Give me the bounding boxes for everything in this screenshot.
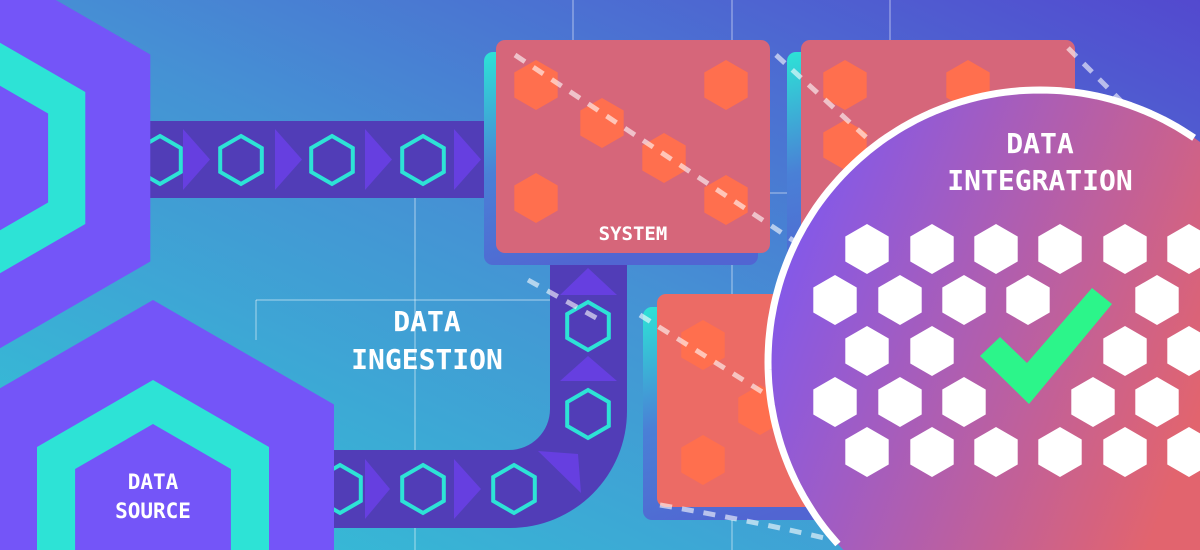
arrow-right-icon <box>454 459 481 519</box>
hexagon-outline-icon <box>400 462 446 516</box>
data-hexagon <box>813 377 857 427</box>
hexagon-filled-icon <box>704 175 748 225</box>
data-hexagon <box>1038 224 1082 274</box>
data-hexagon <box>1071 377 1115 427</box>
data-hexagon <box>1103 326 1147 376</box>
inner-hexagon <box>75 424 231 550</box>
data-source-label-line1: DATA <box>128 470 179 494</box>
data-hexagon <box>1006 275 1050 325</box>
data-integration-label-line2: INTEGRATION <box>947 164 1132 197</box>
data-hexagon <box>845 224 889 274</box>
data-source-label-line2: SOURCE <box>115 499 191 523</box>
inner-hexagon <box>0 85 49 231</box>
system-label: SYSTEM <box>599 223 668 245</box>
data-hexagon <box>910 427 954 477</box>
arrow-up-icon <box>560 356 617 381</box>
hexagon-outline-icon <box>565 299 611 353</box>
hexagon-outline-icon <box>491 462 537 516</box>
data-hexagon <box>1038 427 1082 477</box>
arrow-right-icon <box>454 129 481 190</box>
data-hexagon <box>1167 427 1200 477</box>
hexagon-filled-icon <box>823 60 867 110</box>
data-hexagon <box>1135 275 1179 325</box>
hexagon-outline-icon <box>565 387 611 441</box>
data-hexagon <box>813 275 857 325</box>
hexagon-filled-icon <box>514 60 558 110</box>
data-blocks <box>514 60 990 485</box>
integrated-data-grid <box>813 224 1200 477</box>
data-ingestion-label-line2: INGESTION <box>351 343 503 376</box>
data-source-top-hexagon <box>0 0 151 349</box>
data-hexagon <box>878 377 922 427</box>
data-ingestion-label-line1: DATA <box>393 305 461 338</box>
data-hexagon <box>1167 326 1200 376</box>
arrow-right-icon <box>183 129 210 190</box>
data-hexagon <box>910 326 954 376</box>
data-integration-label-line1: DATA <box>1006 127 1074 160</box>
arrow-right-icon <box>365 459 390 519</box>
hexagon-filled-icon <box>704 60 748 110</box>
conveyor-items <box>137 129 617 519</box>
data-hexagon <box>974 224 1018 274</box>
hexagon-filled-icon <box>514 173 558 223</box>
data-hexagon <box>1103 224 1147 274</box>
hexagon-filled-icon <box>681 320 725 370</box>
hexagon-outline-icon <box>218 133 264 187</box>
data-hexagon <box>1135 377 1179 427</box>
data-hexagon <box>878 275 922 325</box>
data-source-hexagon <box>0 300 334 550</box>
hexagon-filled-icon <box>580 98 624 148</box>
data-hexagon <box>1167 224 1200 274</box>
arrow-right-icon <box>365 129 392 190</box>
arrow-turn-icon <box>538 451 581 493</box>
data-hexagon <box>974 427 1018 477</box>
data-hexagon <box>942 275 986 325</box>
data-hexagon <box>942 377 986 427</box>
checkmark-icon <box>980 288 1112 404</box>
data-hexagon <box>1103 427 1147 477</box>
circle-outline <box>764 86 1197 547</box>
data-hexagon <box>845 326 889 376</box>
hexagon-outline-icon <box>400 133 446 187</box>
arrow-right-icon <box>275 129 302 190</box>
data-hexagon <box>845 427 889 477</box>
hexagon-outline-icon <box>309 133 355 187</box>
arrow-up-icon <box>560 268 617 295</box>
data-hexagon <box>910 224 954 274</box>
hexagon-filled-icon <box>681 435 725 485</box>
